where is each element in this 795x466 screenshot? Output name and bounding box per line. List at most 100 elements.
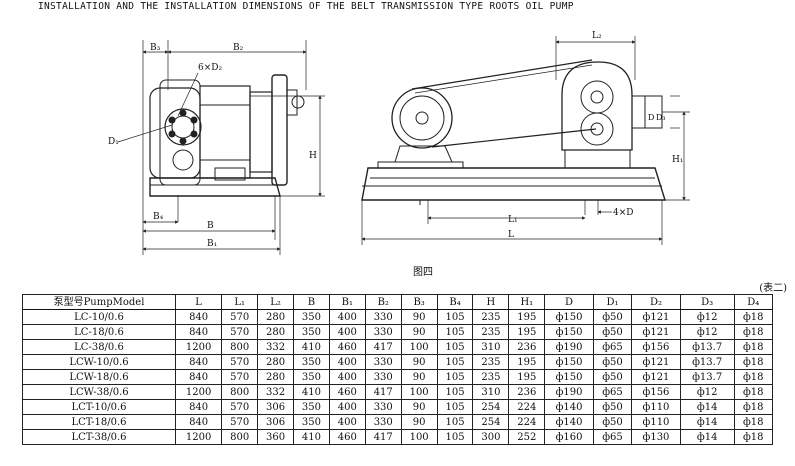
table-cell: 417 <box>364 384 402 400</box>
table-cell: 460 <box>328 339 366 355</box>
label-h1: H₁ <box>672 155 683 165</box>
table-cell: 195 <box>508 309 546 325</box>
column-header: D <box>544 294 594 310</box>
table-cell: ф13.7 <box>679 354 735 370</box>
table-cell: 105 <box>436 429 474 445</box>
model-cell: LCW-10/0.6 <box>22 354 176 370</box>
table-cell: 840 <box>174 354 223 370</box>
table-cell: ф18 <box>733 429 774 445</box>
table-cell: ф150 <box>544 354 594 370</box>
table-cell: 570 <box>221 399 259 415</box>
table-cell: 410 <box>293 339 330 355</box>
table-cell: 105 <box>436 399 474 415</box>
column-header: L₂ <box>257 294 295 310</box>
pump-installation-drawing: B₃ B₂ 6×D₂ D₁ H B₄ B B₁ <box>108 31 690 255</box>
table-cell: ф121 <box>631 354 681 370</box>
table-cell: 840 <box>174 324 223 340</box>
table-cell: 235 <box>472 324 510 340</box>
table-cell: ф12 <box>679 324 735 340</box>
column-header: L <box>174 294 223 310</box>
table-cell: 306 <box>257 399 295 415</box>
table-cell: 332 <box>257 339 295 355</box>
table-cell: 350 <box>293 414 330 430</box>
table-cell: 410 <box>293 429 330 445</box>
table-cell: ф18 <box>733 324 774 340</box>
table-cell: 105 <box>436 354 474 370</box>
table-cell: ф150 <box>544 369 594 385</box>
model-cell: LCT-38/0.6 <box>22 429 176 445</box>
table-cell: ф12 <box>679 384 735 400</box>
table-cell: ф13.7 <box>679 339 735 355</box>
model-cell: LC-38/0.6 <box>22 339 176 355</box>
label-l: L <box>508 230 514 240</box>
table-cell: 195 <box>508 354 546 370</box>
table-cell: ф110 <box>631 399 681 415</box>
table-cell: 400 <box>328 414 366 430</box>
label-h: H <box>309 151 317 161</box>
column-header: H₁ <box>508 294 546 310</box>
table-cell: ф130 <box>631 429 681 445</box>
label-b3: B₃ <box>150 43 161 53</box>
table-cell: ф65 <box>592 384 633 400</box>
table-cell: 306 <box>257 414 295 430</box>
table-cell: ф18 <box>733 354 774 370</box>
table-cell: 840 <box>174 369 223 385</box>
table-cell: ф14 <box>679 429 735 445</box>
table-cell: ф150 <box>544 309 594 325</box>
label-b1: B₁ <box>207 239 217 249</box>
column-header: L₁ <box>221 294 259 310</box>
table-cell: 235 <box>472 354 510 370</box>
table-cell: 350 <box>293 324 330 340</box>
table-cell: ф121 <box>631 324 681 340</box>
label-holes: 6×D₂ <box>198 63 222 73</box>
table-cell: 570 <box>221 324 259 340</box>
label-4xd: 4×D <box>613 208 633 218</box>
table-cell: 460 <box>328 384 366 400</box>
column-header: D₂ <box>631 294 681 310</box>
table-cell: 570 <box>221 369 259 385</box>
table-note: (表二) <box>759 283 787 294</box>
column-header: D₃ <box>679 294 735 310</box>
table-cell: 235 <box>472 369 510 385</box>
column-header: B₁ <box>328 294 366 310</box>
table-cell: ф18 <box>733 309 774 325</box>
table-cell: ф50 <box>592 414 633 430</box>
column-header: D₁ <box>592 294 633 310</box>
table-cell: 330 <box>364 324 402 340</box>
table-cell: 350 <box>293 354 330 370</box>
table-cell: 100 <box>400 339 438 355</box>
table-cell: 400 <box>328 324 366 340</box>
column-header: H <box>472 294 510 310</box>
table-cell: 224 <box>508 414 546 430</box>
table-cell: 417 <box>364 429 402 445</box>
label-b: B <box>207 221 214 231</box>
table-cell: ф190 <box>544 384 594 400</box>
table-cell: 236 <box>508 384 546 400</box>
table-cell: ф50 <box>592 324 633 340</box>
table-cell: 332 <box>257 384 295 400</box>
table-cell: ф18 <box>733 399 774 415</box>
table-cell: ф13.7 <box>679 369 735 385</box>
table-cell: 840 <box>174 309 223 325</box>
model-cell: LC-18/0.6 <box>22 324 176 340</box>
label-b4: B₄ <box>153 212 164 222</box>
table-cell: 90 <box>400 354 438 370</box>
table-cell: 90 <box>400 369 438 385</box>
table-cell: ф140 <box>544 399 594 415</box>
table-cell: 105 <box>436 309 474 325</box>
model-cell: LCW-18/0.6 <box>22 369 176 385</box>
end-view: B₃ B₂ 6×D₂ D₁ H B₄ B B₁ <box>108 40 325 255</box>
table-cell: 800 <box>221 384 259 400</box>
table-cell: ф12 <box>679 309 735 325</box>
figure-caption: 图四 <box>413 267 433 278</box>
table-cell: ф190 <box>544 339 594 355</box>
table-cell: 1200 <box>174 429 223 445</box>
